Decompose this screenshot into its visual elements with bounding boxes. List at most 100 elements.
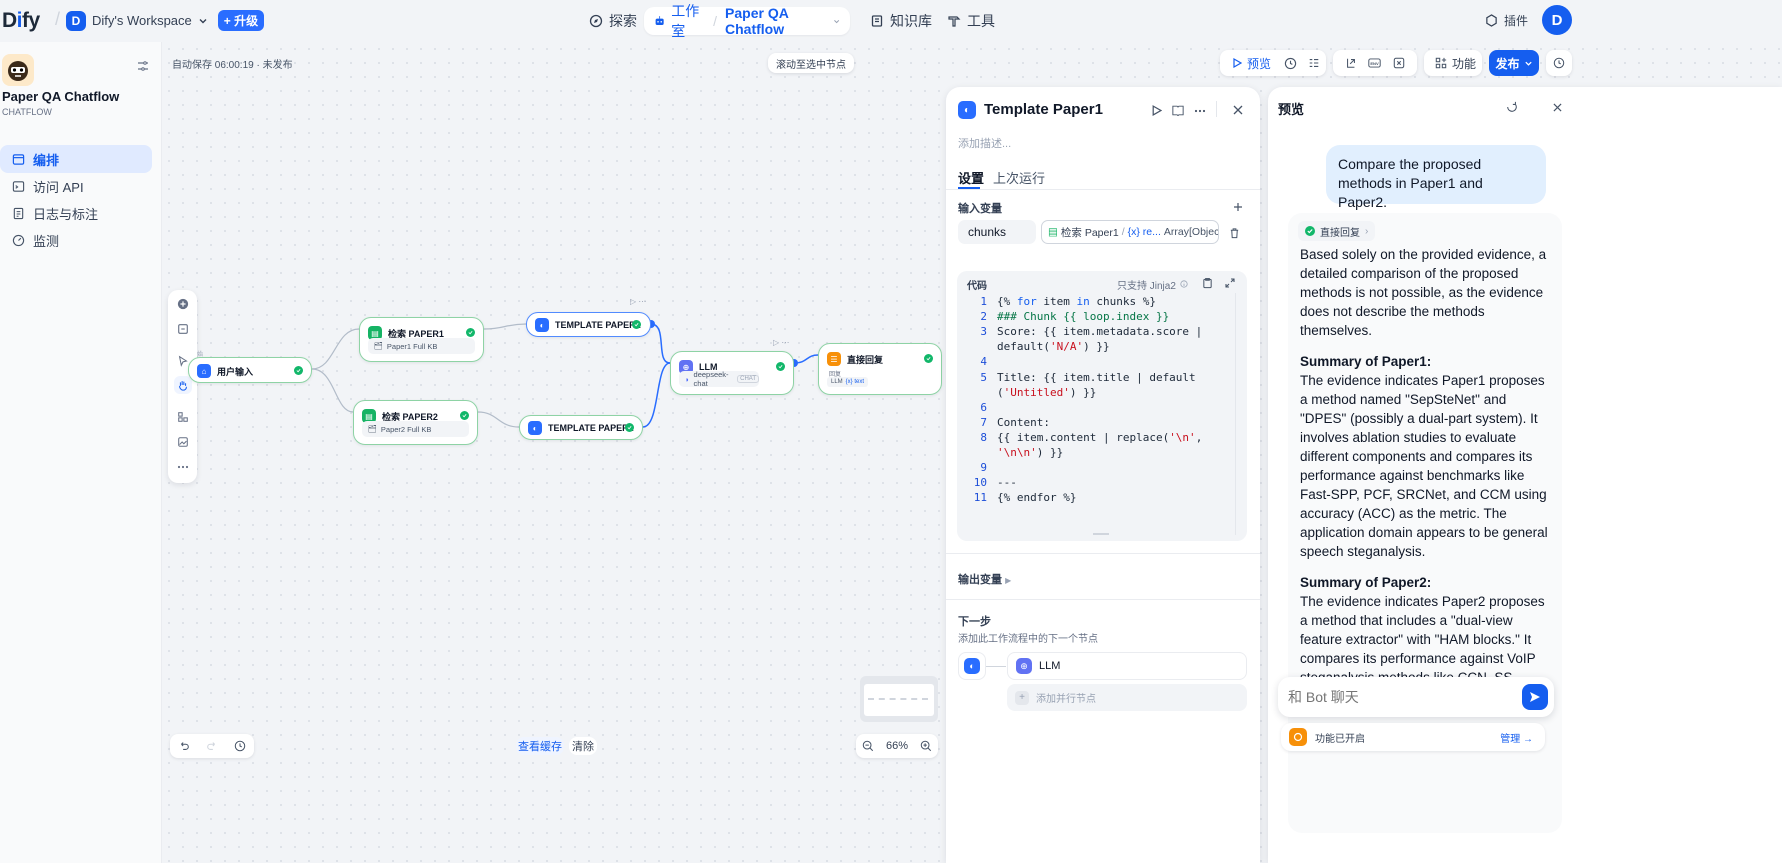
more-icon[interactable] — [174, 458, 192, 476]
minimap[interactable] — [860, 676, 938, 722]
manage-features-link[interactable]: 管理 → — [1500, 730, 1533, 745]
variable-icon[interactable] — [1393, 57, 1405, 69]
node-config-panel: ◐ Template Paper1 添加描述... 设置 上次运行 输入变量 c… — [946, 87, 1260, 863]
workflow-edges — [311, 320, 819, 428]
add-parallel-node-button[interactable]: + 添加并行节点 — [1007, 684, 1247, 711]
node-answer[interactable]: ☰ 直接回复 回复 LLM{x} text — [818, 343, 942, 395]
help-book-icon[interactable] — [1172, 105, 1184, 116]
dify-logo[interactable]: Dify — [2, 9, 40, 32]
tab-last-run[interactable]: 上次运行 — [993, 171, 1046, 186]
scrollbar-track[interactable] — [1235, 293, 1236, 535]
nav-knowledge[interactable]: 知识库 — [860, 7, 942, 35]
jinja-hint: 只支持 Jinja2 — [1117, 281, 1176, 292]
nav-tools[interactable]: 工具 — [937, 7, 1005, 35]
close-icon[interactable] — [1553, 103, 1562, 112]
organize-icon[interactable] — [174, 408, 192, 426]
deepseek-icon: ◗ — [685, 374, 690, 384]
success-icon — [294, 366, 303, 375]
sidebar-item-orchestrate[interactable]: 编排 — [0, 145, 152, 173]
add-variable-icon[interactable] — [1233, 202, 1243, 212]
sidebar-item-logs[interactable]: 日志与标注 — [0, 199, 152, 227]
hand-icon[interactable] — [174, 376, 192, 394]
history-icon[interactable] — [1284, 57, 1297, 70]
view-cache-button[interactable]: 查看缓存 — [516, 737, 564, 755]
add-note-icon[interactable] — [174, 320, 192, 338]
redo-icon[interactable] — [206, 740, 218, 752]
sidebar-item-label: 编排 — [33, 152, 60, 168]
variable-name-input[interactable]: chunks — [958, 220, 1036, 244]
description-input[interactable]: 添加描述... — [958, 138, 1012, 150]
nav-app-name[interactable]: Paper QA Chatflow — [725, 5, 789, 37]
arrow-right-icon: → — [1523, 733, 1533, 745]
refresh-icon[interactable] — [1506, 101, 1518, 113]
current-node-badge: ◐ — [958, 652, 986, 680]
divider — [946, 189, 1260, 190]
add-node-icon[interactable] — [174, 295, 192, 313]
chat-input[interactable] — [1278, 677, 1518, 717]
plugins-link[interactable]: 插件 — [1485, 12, 1528, 29]
close-icon[interactable] — [1233, 105, 1243, 115]
next-node-llm[interactable]: ⊕ LLM — [1007, 652, 1247, 680]
add-parallel-label: 添加并行节点 — [1036, 694, 1096, 705]
delete-icon[interactable] — [1229, 227, 1240, 239]
tab-settings[interactable]: 设置 — [958, 171, 985, 186]
collapse-sidebar-icon[interactable] — [136, 59, 150, 73]
run-node-icon[interactable] — [1151, 105, 1162, 116]
node-start[interactable]: ⌂ 用户输入 — [188, 357, 312, 383]
version-history-button[interactable] — [1546, 50, 1572, 76]
workflow-process-badge[interactable]: 直接回复 › — [1298, 221, 1376, 241]
success-icon — [466, 328, 475, 337]
pointer-icon[interactable] — [174, 352, 192, 370]
preview-group: 预览 — [1220, 50, 1326, 76]
export-image-icon[interactable] — [174, 433, 192, 451]
compass-icon — [589, 14, 603, 28]
node-template-paper2[interactable]: ◐ TEMPLATE PAPER2 — [519, 415, 643, 440]
zoom-out-icon[interactable] — [862, 740, 874, 752]
code-editor[interactable]: 代码 只支持 Jinja2 1{% for item in chunks %} … — [957, 271, 1247, 541]
nav-studio[interactable]: 工作室 / Paper QA Chatflow — [644, 3, 850, 39]
success-icon — [460, 411, 469, 420]
zoom-in-icon[interactable] — [920, 740, 932, 752]
model-name: deepseek-chat — [693, 370, 729, 388]
send-button[interactable] — [1522, 684, 1548, 710]
publish-button[interactable]: 发布 — [1489, 50, 1539, 76]
answer-var: LLM{x} text — [827, 377, 869, 387]
variable-selector[interactable]: ▤ 检索 Paper1 / {x} re... Array[Object] — [1041, 220, 1219, 244]
workspace-switcher[interactable]: D Dify's Workspace + 升级 — [66, 10, 265, 31]
node-title: TEMPLATE PAPER2 — [548, 423, 634, 433]
import-icon[interactable] — [1345, 57, 1357, 69]
sidebar-item-api[interactable]: 访问 API — [0, 172, 152, 200]
sidebar-item-label: 访问 API — [33, 179, 84, 195]
top-bar: Dify / D Dify's Workspace + 升级 探索 工作室 / … — [0, 0, 1782, 42]
node-knowledge-retrieval-2[interactable]: ▤ 检索 PAPER2 🗂Paper2 Full KB — [353, 400, 478, 445]
upgrade-button[interactable]: + 升级 — [217, 10, 265, 31]
chevron-right-icon: ▶ — [1005, 576, 1012, 585]
clear-button[interactable]: 清除 — [569, 737, 597, 755]
code-label: 代码 — [967, 281, 987, 292]
history-icon[interactable] — [234, 740, 246, 752]
robot-icon — [655, 16, 664, 26]
undo-icon[interactable] — [178, 740, 190, 752]
code-line: 1{% for item in chunks %} — [980, 295, 1156, 308]
app-sidebar: Paper QA Chatflow CHATFLOW 编排 访问 API 日志与… — [0, 42, 162, 863]
expand-icon[interactable] — [1225, 278, 1235, 288]
checklist-icon[interactable] — [1308, 57, 1320, 69]
node-run-actions[interactable]: ▷ ⋯ — [630, 297, 647, 306]
sidebar-item-monitoring[interactable]: 监测 — [0, 226, 152, 254]
nav-explore[interactable]: 探索 — [579, 7, 647, 35]
node-run-actions[interactable]: ▷ ⋯ — [773, 338, 790, 347]
node-knowledge-retrieval-1[interactable]: ▤ 检索 PAPER1 🗂Paper1 Full KB — [359, 317, 484, 362]
output-vars-toggle[interactable]: 输出变量 ▶ — [958, 571, 1011, 587]
zoom-level[interactable]: 66% — [885, 740, 908, 752]
preview-button[interactable]: 预览 — [1220, 55, 1271, 72]
user-avatar[interactable]: D — [1542, 5, 1572, 35]
more-icon[interactable] — [1194, 109, 1206, 113]
node-template-paper1[interactable]: ◐ TEMPLATE PAPER1 — [526, 312, 651, 337]
scroll-to-node-button[interactable]: 滚动至选中节点 — [768, 53, 854, 73]
env-icon[interactable]: ENV — [1368, 57, 1382, 69]
copy-icon[interactable] — [1202, 277, 1213, 289]
features-button[interactable]: 功能 — [1424, 50, 1482, 76]
panel-title[interactable]: Template Paper1 — [984, 101, 1103, 118]
resize-handle[interactable] — [1093, 533, 1109, 535]
